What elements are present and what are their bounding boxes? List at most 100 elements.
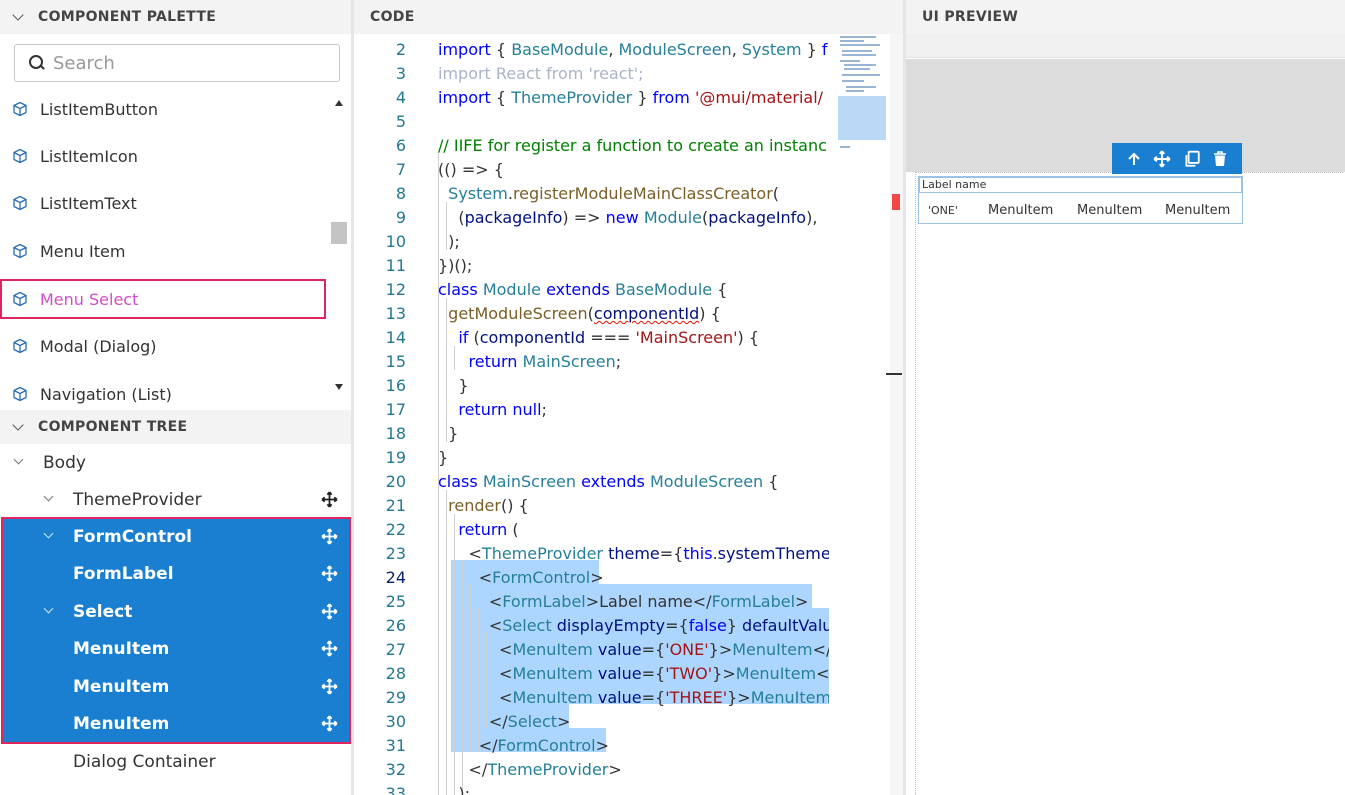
move-icon[interactable] (321, 678, 338, 695)
tree-node-label: FormLabel (73, 563, 174, 584)
code-header: CODE (354, 0, 903, 34)
indent-guide (478, 608, 479, 752)
palette-item-label: Modal (Dialog) (40, 336, 157, 356)
cube-icon (13, 338, 27, 354)
code-text: class Module extends BaseModule { (438, 280, 728, 299)
move-icon[interactable] (321, 715, 338, 732)
cube-icon (13, 291, 27, 307)
component-palette-header[interactable]: COMPONENT PALETTE (0, 0, 351, 34)
palette-item-label: ListItemText (40, 193, 137, 213)
code-line: 7(() => { (354, 158, 829, 182)
minimap-viewport[interactable] (838, 96, 886, 140)
move-icon[interactable] (321, 565, 338, 582)
preview-title: UI PREVIEW (922, 9, 1019, 25)
indent-guide (462, 560, 463, 795)
code-text: import { ThemeProvider } from '@mui/mate… (438, 88, 824, 107)
line-number: 28 (385, 664, 406, 683)
code-line: 31 </FormControl> (354, 734, 829, 758)
panel-splitter[interactable] (903, 0, 906, 795)
palette-item-listitembutton[interactable]: ListItemButton (0, 89, 326, 129)
code-line: 30 </Select> (354, 710, 829, 734)
preview-canvas[interactable] (915, 172, 1343, 795)
palette-item-menu-select[interactable]: Menu Select (0, 279, 326, 319)
palette-item-label: ListItemButton (40, 99, 158, 119)
indent-guide (446, 202, 447, 250)
tree-node-dialog-container[interactable]: Dialog Container (0, 743, 351, 780)
tree-node-menuitem[interactable]: MenuItem (0, 705, 351, 742)
code-text: return null; (458, 400, 547, 419)
palette-item-navigation-list[interactable]: Navigation (List) (0, 374, 326, 404)
palette-item-menu-item[interactable]: Menu Item (0, 231, 326, 271)
preview-select[interactable]: 'ONE' MenuItem MenuItem MenuItem (919, 197, 1242, 223)
search-input[interactable] (53, 52, 313, 74)
preview-menu-item[interactable]: 'ONE' (928, 203, 958, 217)
minimap-line (846, 86, 876, 88)
preview-form-label[interactable]: Label name (919, 177, 1242, 193)
code-minimap[interactable] (838, 34, 886, 795)
move-icon[interactable] (321, 491, 338, 508)
preview-menu-item[interactable]: MenuItem (988, 202, 1054, 218)
move-icon[interactable] (321, 603, 338, 620)
palette-item-modal-dialog[interactable]: Modal (Dialog) (0, 326, 326, 366)
code-line: 13 getModuleScreen(componentId) { (354, 302, 829, 326)
code-line: 6// IIFE for register a function to crea… (354, 134, 829, 158)
panel-splitter[interactable] (351, 0, 354, 795)
tree-node-body[interactable]: Body (0, 444, 351, 481)
line-number: 10 (385, 232, 406, 251)
move-icon[interactable] (1153, 150, 1171, 168)
chevron-down-icon[interactable] (44, 530, 54, 540)
scroll-up-arrow-icon[interactable] (335, 100, 343, 106)
tree-node-themeprovider[interactable]: ThemeProvider (0, 481, 351, 518)
tree-node-menuitem[interactable]: MenuItem (0, 630, 351, 667)
palette-item-listitemicon[interactable]: ListItemIcon (0, 136, 326, 176)
line-number: 12 (385, 280, 406, 299)
code-line: 15 return MainScreen; (354, 350, 829, 374)
code-line: 14 if (componentId === 'MainScreen') { (354, 326, 829, 350)
preview-form-control[interactable]: Label name 'ONE' MenuItem MenuItem MenuI… (918, 176, 1243, 224)
tree-node-menuitem[interactable]: MenuItem (0, 668, 351, 705)
line-number: 30 (385, 712, 406, 731)
tree-node-label: MenuItem (73, 676, 170, 697)
preview-menu-item[interactable]: MenuItem (1165, 202, 1231, 218)
arrow-up-icon[interactable] (1126, 151, 1142, 167)
code-line: 25 <FormLabel>Label name</FormLabel> (354, 590, 829, 614)
copy-icon[interactable] (1183, 150, 1201, 168)
trash-icon[interactable] (1212, 150, 1228, 168)
indent-guide (454, 346, 455, 370)
chevron-down-icon[interactable] (44, 493, 54, 503)
palette-search[interactable] (14, 44, 340, 82)
line-number: 32 (385, 760, 406, 779)
code-text: </Select> (438, 712, 571, 731)
cube-icon (13, 148, 27, 164)
code-text: <MenuItem value={'TWO'}>MenuItem</M (438, 664, 829, 683)
indent-guide (438, 154, 439, 795)
chevron-down-icon[interactable] (12, 421, 24, 433)
tree-node-formcontrol[interactable]: FormControl (0, 518, 351, 555)
line-number: 31 (385, 736, 406, 755)
line-number: 5 (395, 112, 406, 131)
component-tree-header[interactable]: COMPONENT TREE (0, 410, 351, 444)
code-line: 18 } (354, 422, 829, 446)
overview-ruler[interactable] (886, 34, 903, 795)
scroll-down-arrow-icon[interactable] (335, 384, 343, 390)
palette-scrollbar[interactable] (330, 92, 348, 398)
minimap-line (842, 54, 876, 56)
palette-title: COMPONENT PALETTE (38, 9, 217, 25)
move-icon[interactable] (321, 528, 338, 545)
preview-menu-item[interactable]: MenuItem (1077, 202, 1143, 218)
error-marker[interactable] (892, 194, 900, 210)
line-number: 20 (385, 472, 406, 491)
tree-node-label: MenuItem (73, 638, 170, 659)
chevron-down-icon[interactable] (44, 605, 54, 615)
line-number: 22 (385, 520, 406, 539)
tree-node-select[interactable]: Select (0, 593, 351, 630)
move-icon[interactable] (321, 640, 338, 657)
palette-item-listitemtext[interactable]: ListItemText (0, 183, 326, 223)
code-text: if (componentId === 'MainScreen') { (458, 328, 760, 347)
tree-node-formlabel[interactable]: FormLabel (0, 555, 351, 592)
chevron-down-icon[interactable] (12, 11, 24, 23)
indent-guide (454, 514, 455, 795)
scroll-thumb[interactable] (331, 222, 347, 244)
chevron-down-icon[interactable] (14, 456, 24, 466)
